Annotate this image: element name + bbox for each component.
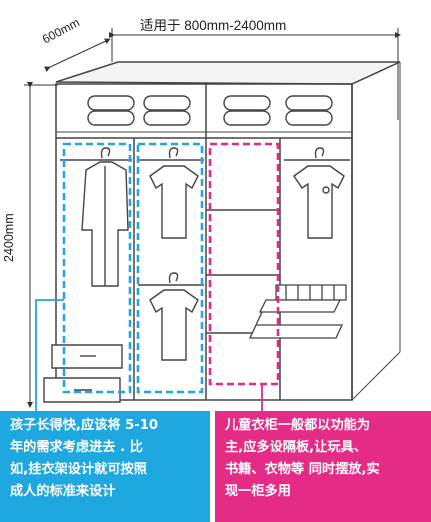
folded-clothes xyxy=(87,95,333,126)
width-dimension-line xyxy=(109,28,401,120)
callout-line: 现一柜多用 xyxy=(225,484,291,499)
height-dimension-line xyxy=(24,82,58,408)
callout-line: 主,应多设隔板,让玩具、 xyxy=(225,440,367,455)
depth-dimension-line xyxy=(44,38,111,72)
width-range-label: 适用于 800mm-2400mm xyxy=(140,18,287,33)
callout-line: 如,挂衣架设计就可按照 xyxy=(10,462,147,477)
shirt-icon xyxy=(149,147,199,239)
coat-icon xyxy=(81,147,129,287)
shirt-icon-lower xyxy=(149,272,199,361)
hanging-zone-highlight xyxy=(62,142,204,394)
hanging-rods xyxy=(60,159,350,286)
shelf-zone-highlight xyxy=(208,142,280,386)
middle-shelves xyxy=(206,209,280,334)
callout-line: 书籍、衣物等 同时摆放,实 xyxy=(225,462,380,477)
callout-line: 成人的标准来设计 xyxy=(10,484,116,499)
callout-line: 儿童衣柜一般都以功能为 xyxy=(225,418,371,433)
callout-line: 年的需求考虑进去 . 比 xyxy=(10,440,143,455)
cabinet-body xyxy=(55,83,353,401)
shirt-icon-right xyxy=(293,147,345,239)
pull-out-basket xyxy=(248,284,347,339)
height-label: 2400mm xyxy=(2,213,16,262)
hanging-advice-callout: 孩子长得快,应该将 5-10 年的需求考虑进去 . 比 如,挂衣架设计就可按照 … xyxy=(0,411,210,522)
callout-line: 孩子长得快,应该将 5-10 xyxy=(10,418,159,433)
callout-connectors xyxy=(35,299,263,411)
shelf-advice-callout: 儿童衣柜一般都以功能为 主,应多设隔板,让玩具、 书籍、衣物等 同时摆放,实 现… xyxy=(215,411,431,522)
